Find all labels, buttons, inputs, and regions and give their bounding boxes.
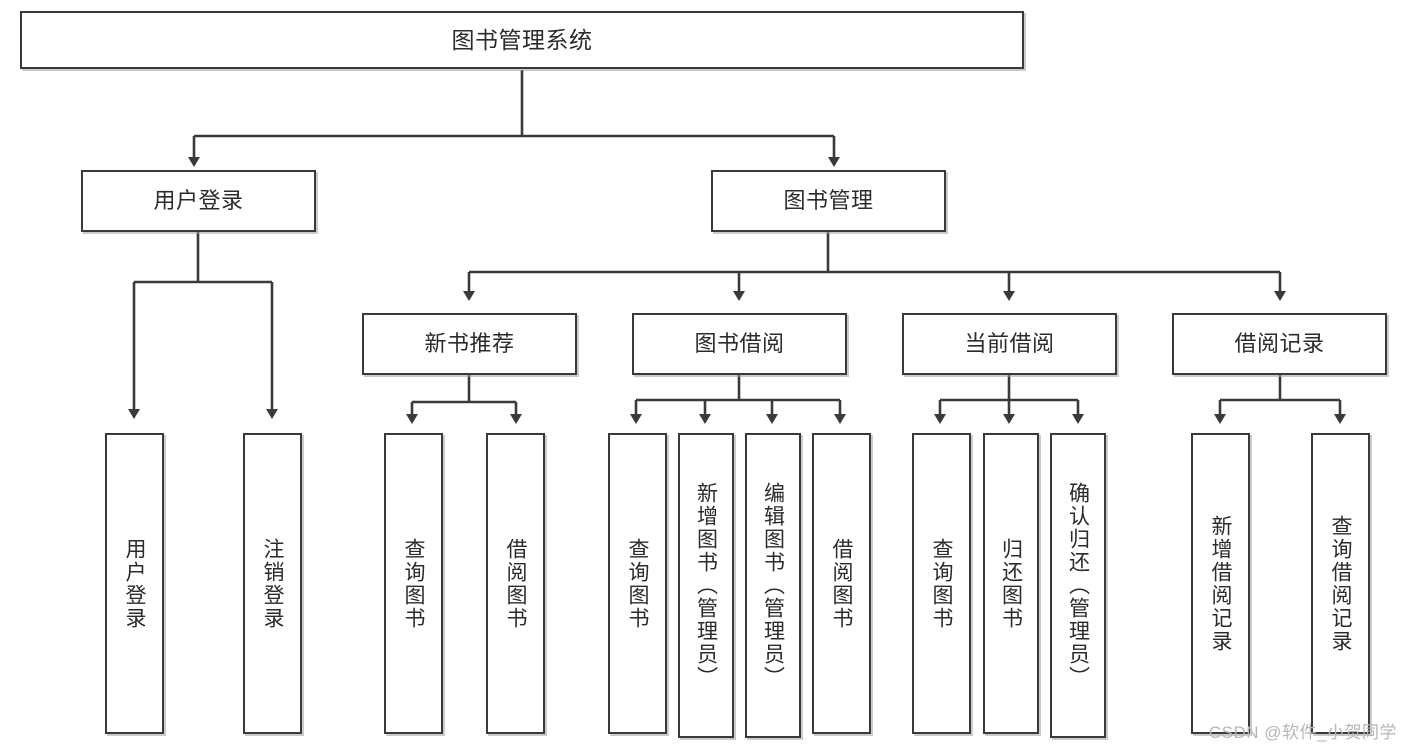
node-label: 借阅记录	[1234, 331, 1325, 357]
node-label: 图书管理系统	[451, 26, 593, 53]
node-label: 新书推荐	[424, 331, 515, 357]
node-user-login[interactable]: 用户登录	[81, 170, 316, 232]
node-label: 新增借阅记录	[1209, 514, 1232, 653]
node-current-borrow[interactable]: 当前借阅	[902, 313, 1117, 375]
csdn-watermark: CSDN @软件_小贺同学	[1208, 723, 1397, 742]
node-leaf-query-book-2[interactable]: 查询图书	[608, 433, 667, 734]
node-label: 新增图书（管理员）	[694, 482, 718, 689]
node-label: 查询图书	[626, 537, 649, 630]
node-label: 注销登录	[261, 537, 284, 630]
node-label: 查询图书	[930, 537, 953, 630]
node-leaf-add-book[interactable]: 新增图书（管理员）	[678, 433, 734, 738]
node-book-manage[interactable]: 图书管理	[711, 170, 946, 232]
node-label: 查询图书	[402, 537, 425, 630]
node-label: 图书管理	[783, 188, 874, 214]
node-label: 借阅图书	[830, 537, 853, 630]
node-label: 归还图书	[999, 537, 1023, 630]
node-borrow-record[interactable]: 借阅记录	[1172, 313, 1387, 375]
node-leaf-borrow-book-1[interactable]: 借阅图书	[486, 433, 545, 734]
node-label: 用户登录	[123, 537, 146, 630]
node-leaf-return-book[interactable]: 归还图书	[983, 433, 1039, 734]
node-label: 当前借阅	[964, 331, 1055, 357]
node-leaf-query-book-1[interactable]: 查询图书	[384, 433, 443, 734]
node-label: 查询借阅记录	[1329, 514, 1352, 653]
node-label: 图书借阅	[694, 331, 785, 357]
node-leaf-add-record[interactable]: 新增借阅记录	[1191, 433, 1250, 734]
node-leaf-confirm-return[interactable]: 确认归还（管理员）	[1050, 433, 1106, 738]
node-label: 编辑图书（管理员）	[761, 482, 785, 689]
node-leaf-logout[interactable]: 注销登录	[243, 433, 302, 734]
node-label: 确认归还（管理员）	[1066, 482, 1090, 689]
node-book-borrow[interactable]: 图书借阅	[632, 313, 847, 375]
node-leaf-user-login[interactable]: 用户登录	[105, 433, 164, 734]
node-label: 借阅图书	[504, 537, 527, 630]
node-leaf-borrow-book-2[interactable]: 借阅图书	[812, 433, 871, 734]
node-label: 用户登录	[153, 188, 244, 214]
node-leaf-query-record[interactable]: 查询借阅记录	[1311, 433, 1370, 734]
node-leaf-edit-book[interactable]: 编辑图书（管理员）	[745, 433, 801, 738]
node-new-book-rec[interactable]: 新书推荐	[362, 313, 577, 375]
node-leaf-query-book-3[interactable]: 查询图书	[912, 433, 971, 734]
node-root-system[interactable]: 图书管理系统	[20, 11, 1024, 69]
